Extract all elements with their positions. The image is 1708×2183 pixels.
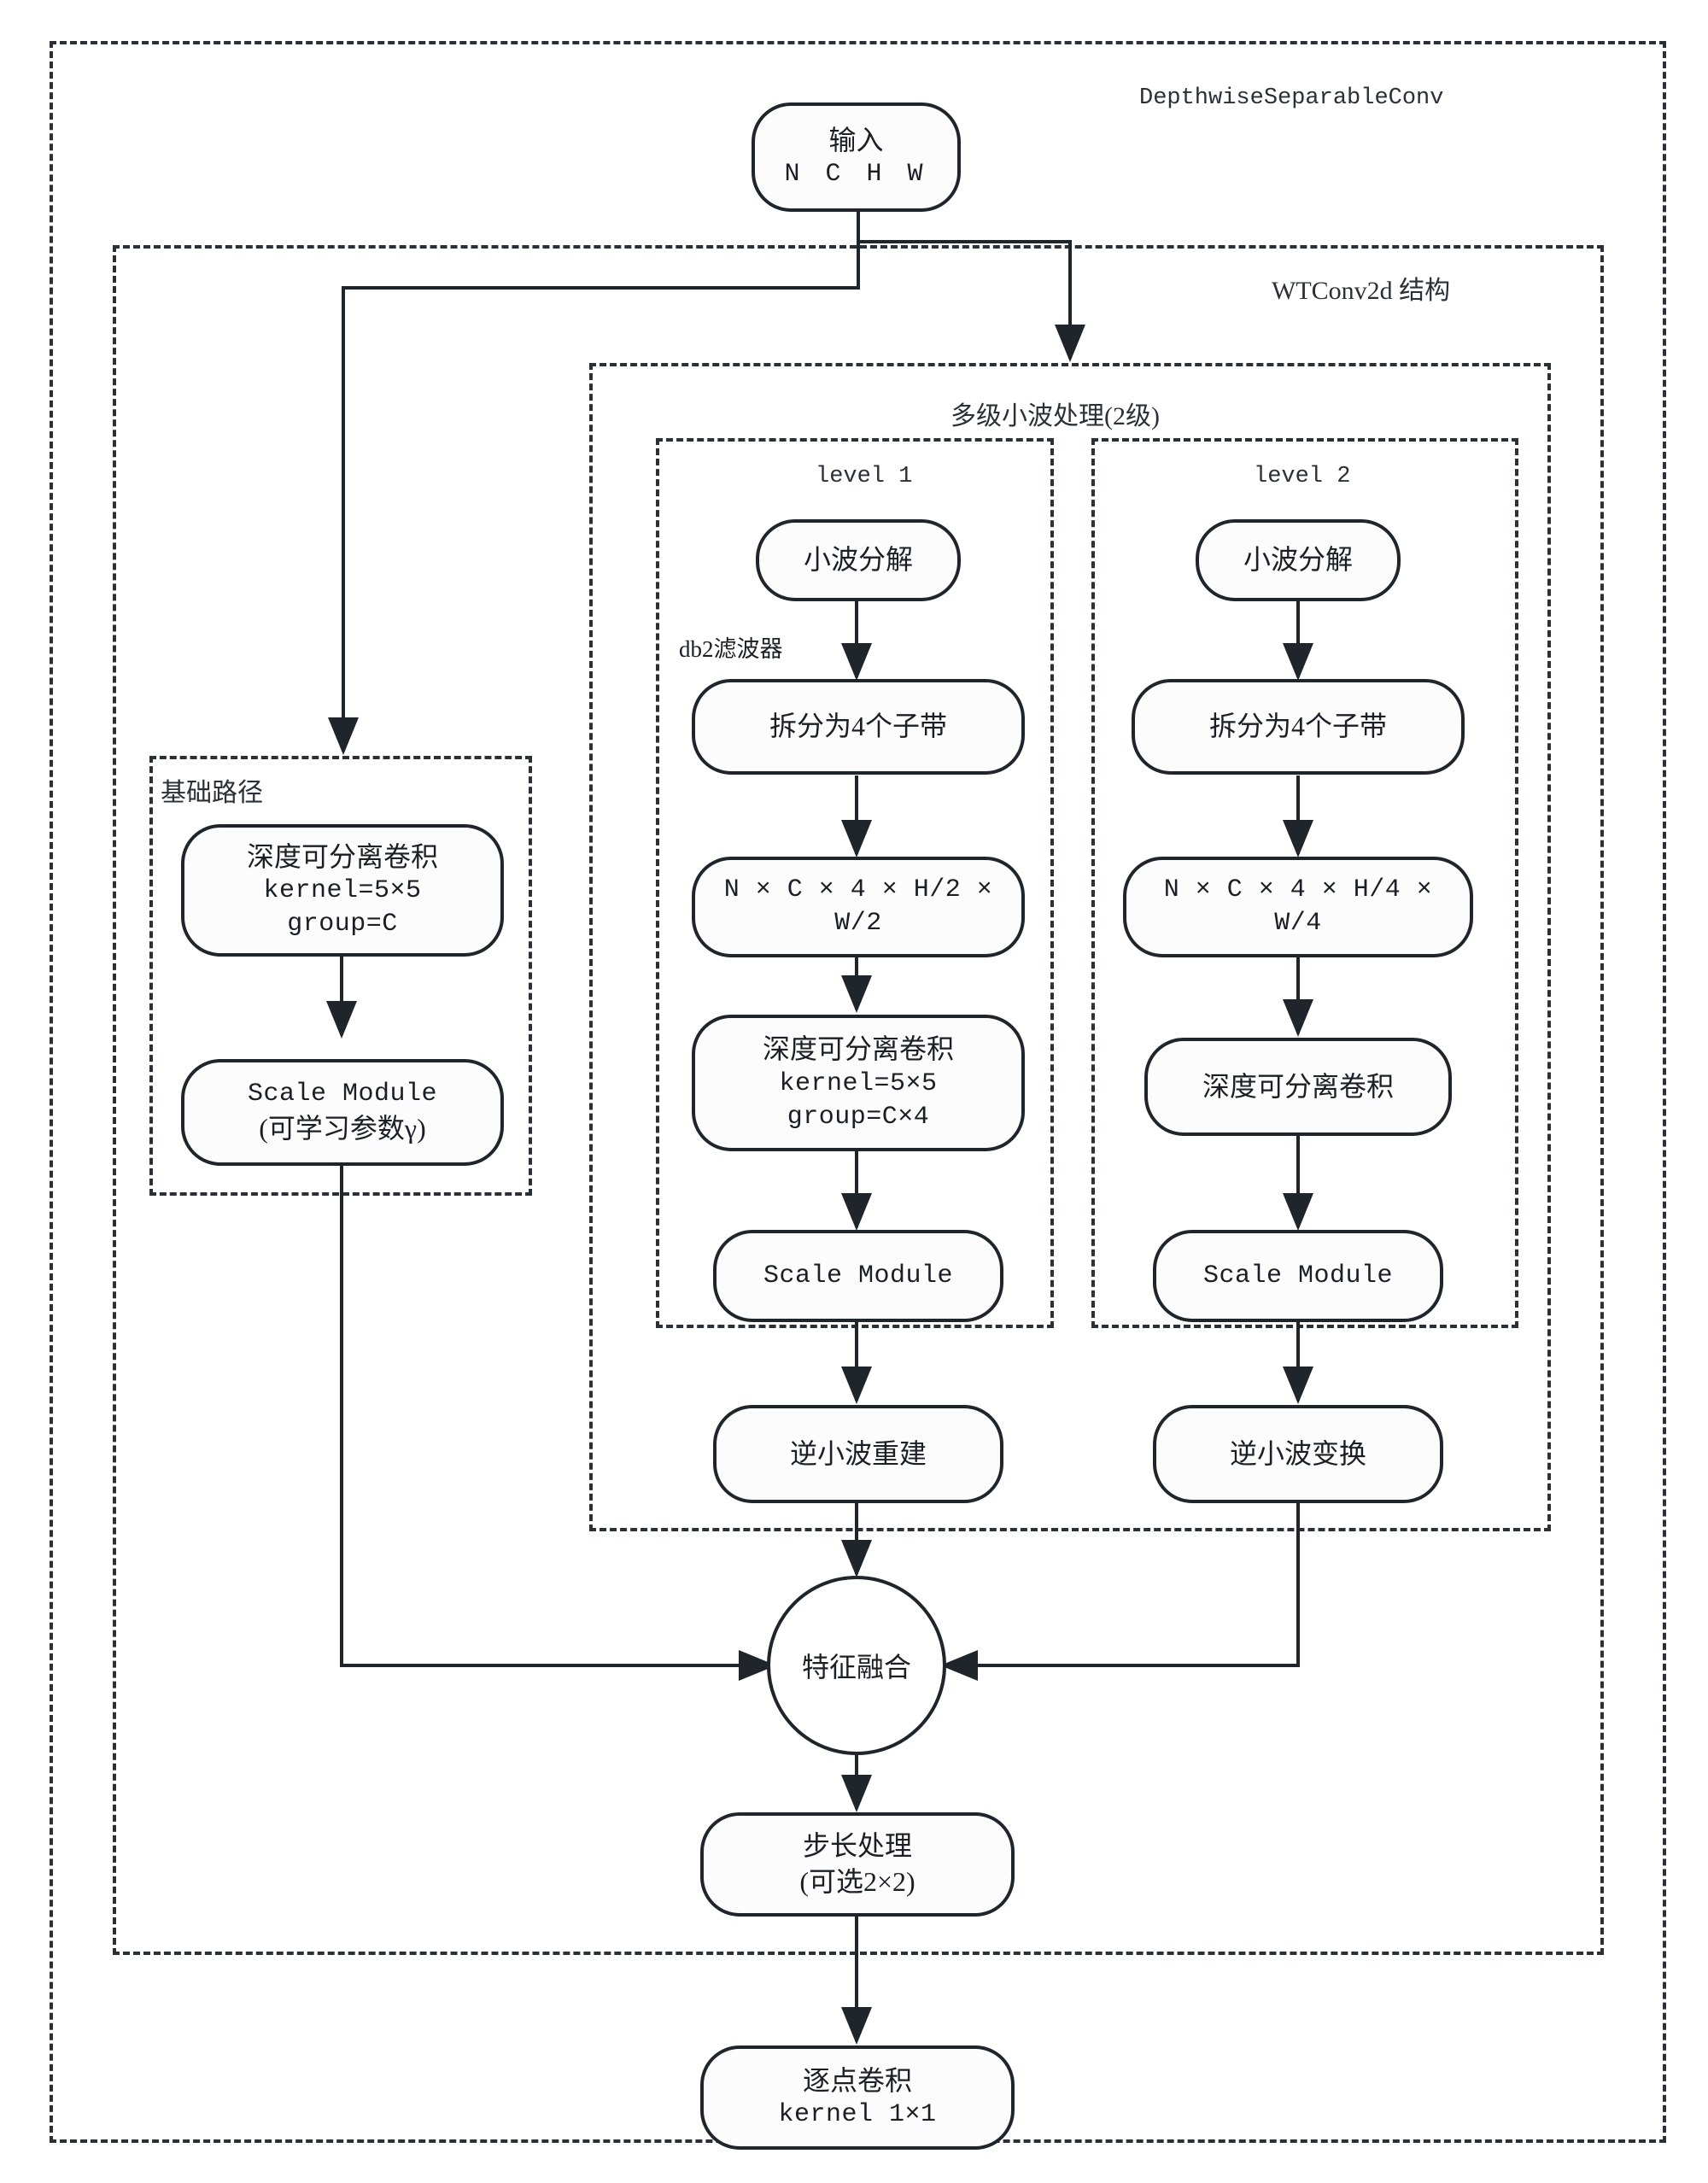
node-input[interactable]: 输入 N C H W bbox=[752, 102, 961, 212]
node-l2-inverse-line1: 逆小波变换 bbox=[1229, 1437, 1366, 1469]
edge-input-to-multilevel bbox=[857, 211, 1085, 362]
container-depthwise-separable-conv-label: DepthwiseSeparableConv bbox=[1139, 85, 1444, 111]
node-base-scale-line2: (可学习参数γ) bbox=[259, 1113, 426, 1144]
node-l1-split-line1: 拆分为4个子带 bbox=[769, 711, 947, 742]
node-l2-inverse[interactable]: 逆小波变换 bbox=[1153, 1405, 1443, 1503]
container-level-2-label: level 2 bbox=[1254, 464, 1351, 489]
node-l2-scale-line1: Scale Module bbox=[1202, 1261, 1394, 1290]
edge-l2-inverse-to-fusion bbox=[940, 1503, 1300, 1681]
container-base-path-label: 基础路径 bbox=[161, 779, 263, 807]
node-l1-inverse[interactable]: 逆小波重建 bbox=[713, 1405, 1003, 1503]
node-base-scale[interactable]: Scale Module (可学习参数γ) bbox=[181, 1059, 504, 1166]
node-l2-shape-line2: W/4 bbox=[1274, 909, 1322, 938]
node-input-line1: 输入 bbox=[828, 124, 884, 155]
node-stride-line2: (可选2×2) bbox=[799, 1866, 915, 1897]
node-l2-split-line1: 拆分为4个子带 bbox=[1208, 711, 1387, 742]
node-pointwise[interactable]: 逐点卷积 kernel 1×1 bbox=[700, 2045, 1015, 2150]
node-stride-line1: 步长处理 bbox=[802, 1830, 912, 1862]
node-l1-decompose[interactable]: 小波分解 bbox=[756, 519, 961, 601]
node-l1-dwconv-line3: group=C×4 bbox=[787, 1102, 930, 1132]
node-feature-fusion[interactable]: 特征融合 bbox=[767, 1576, 946, 1755]
node-l2-split[interactable]: 拆分为4个子带 bbox=[1132, 679, 1465, 775]
edge-input-to-base-path bbox=[328, 211, 860, 755]
node-l1-shape[interactable]: N × C × 4 × H/2 × W/2 bbox=[692, 857, 1025, 957]
node-l2-scale[interactable]: Scale Module bbox=[1153, 1230, 1443, 1322]
node-l1-scale-line1: Scale Module bbox=[763, 1261, 954, 1290]
edge-label-db2-filter: db2滤波器 bbox=[679, 636, 783, 662]
node-l1-dwconv[interactable]: 深度可分离卷积 kernel=5×5 group=C×4 bbox=[692, 1015, 1025, 1151]
node-base-dwconv-line1: 深度可分离卷积 bbox=[246, 840, 438, 872]
node-l1-dwconv-line2: kernel=5×5 bbox=[779, 1068, 938, 1098]
node-l1-scale[interactable]: Scale Module bbox=[713, 1230, 1003, 1322]
node-l1-shape-line2: W/2 bbox=[834, 909, 882, 938]
node-pointwise-line2: kernel 1×1 bbox=[778, 2100, 937, 2130]
node-l1-dwconv-line1: 深度可分离卷积 bbox=[762, 1033, 954, 1065]
node-l2-shape-line1: N × C × 4 × H/4 × bbox=[1163, 875, 1433, 904]
node-l1-inverse-line1: 逆小波重建 bbox=[789, 1437, 927, 1469]
node-l1-shape-line1: N × C × 4 × H/2 × bbox=[723, 875, 993, 904]
node-base-dwconv-line2: kernel=5×5 bbox=[263, 876, 422, 906]
node-l2-dwconv-line1: 深度可分离卷积 bbox=[1202, 1070, 1394, 1102]
node-base-dwconv[interactable]: 深度可分离卷积 kernel=5×5 group=C bbox=[181, 824, 504, 957]
node-input-line2: N C H W bbox=[784, 160, 928, 190]
node-base-scale-line1: Scale Module bbox=[247, 1080, 438, 1109]
node-l2-decompose[interactable]: 小波分解 bbox=[1196, 519, 1401, 601]
node-l2-decompose-line1: 小波分解 bbox=[1243, 544, 1353, 576]
node-stride[interactable]: 步长处理 (可选2×2) bbox=[700, 1812, 1015, 1917]
container-level-1-label: level 1 bbox=[816, 464, 913, 489]
node-feature-fusion-label: 特征融合 bbox=[801, 1652, 911, 1683]
node-l1-split[interactable]: 拆分为4个子带 bbox=[692, 679, 1025, 775]
node-l2-shape[interactable]: N × C × 4 × H/4 × W/4 bbox=[1123, 857, 1473, 957]
container-multilevel-wavelet bbox=[589, 363, 1551, 1531]
container-multilevel-wavelet-label: 多级小波处理(2级) bbox=[951, 402, 1160, 430]
node-l2-dwconv[interactable]: 深度可分离卷积 bbox=[1144, 1038, 1452, 1136]
node-base-dwconv-line3: group=C bbox=[287, 910, 398, 939]
container-level-2 bbox=[1091, 438, 1518, 1328]
node-pointwise-line1: 逐点卷积 bbox=[802, 2064, 912, 2096]
edge-base-scale-to-fusion bbox=[340, 1164, 776, 1681]
container-wtconv2d-label: WTConv2d 结构 bbox=[1272, 277, 1451, 305]
node-l1-decompose-line1: 小波分解 bbox=[803, 544, 913, 576]
